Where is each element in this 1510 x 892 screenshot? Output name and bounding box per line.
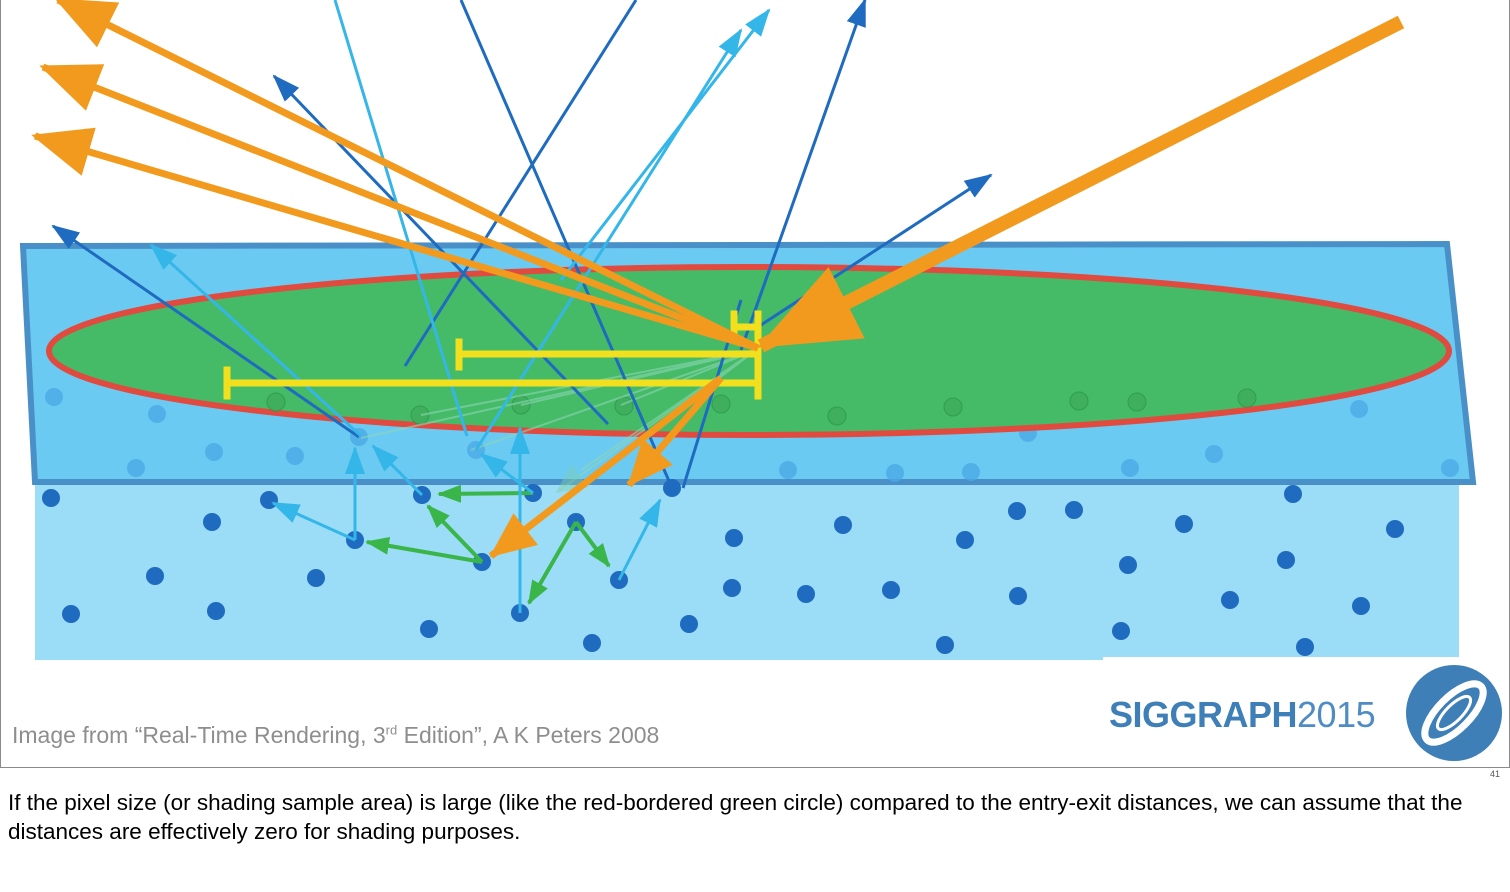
slide: Image from “Real-Time Rendering, 3rd Edi… <box>0 0 1510 768</box>
slide-number: 41 <box>1490 769 1501 779</box>
medium-notch <box>1103 657 1461 663</box>
footprint-particles <box>266 388 1257 426</box>
image-credit-caption: Image from “Real-Time Rendering, 3rd Edi… <box>12 722 660 748</box>
slab-particles <box>45 388 1459 482</box>
reflected-rays <box>31 0 760 352</box>
scattering-medium <box>35 478 1459 660</box>
particles <box>42 479 1404 656</box>
internal-scatter-arrows <box>271 426 662 613</box>
subsurface-scattering-diagram <box>19 0 1477 663</box>
siggraph-logo-icon <box>1406 665 1502 761</box>
incoming-light-ray <box>757 15 1405 353</box>
faint-paths <box>360 349 757 494</box>
speaker-notes: If the pixel size (or shading sample are… <box>8 790 1463 844</box>
siggraph-logo-text: SIGGRAPH2015 <box>1109 694 1376 735</box>
refracted-rays <box>488 375 724 559</box>
